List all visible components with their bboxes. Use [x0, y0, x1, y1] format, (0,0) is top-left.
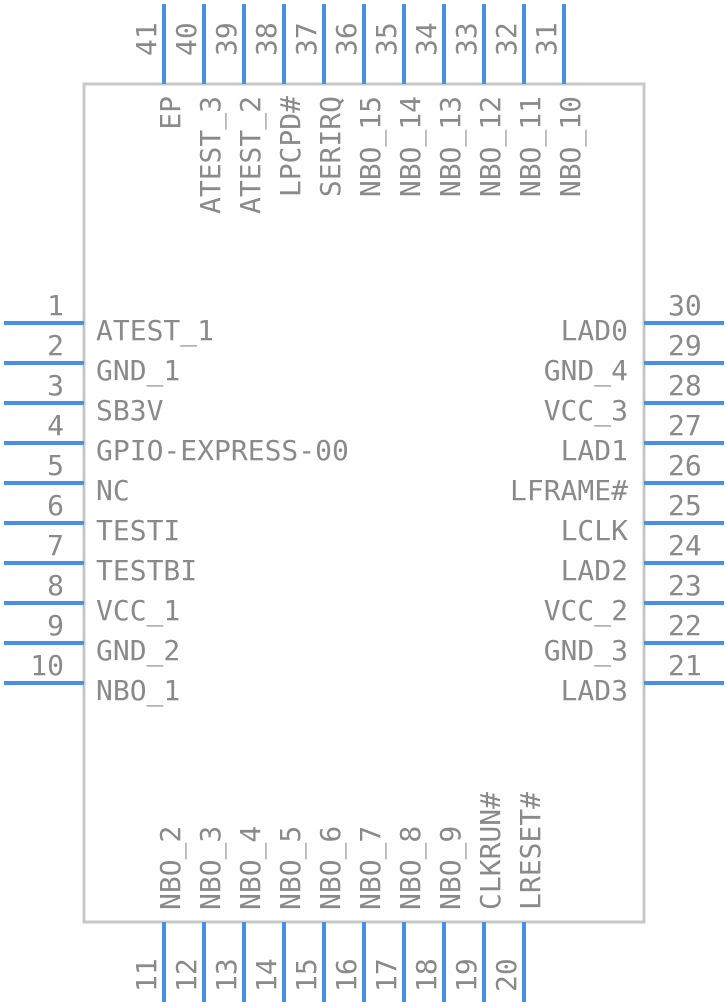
pin-label: GPIO-EXPRESS-00	[96, 434, 349, 467]
pin-number: 13	[210, 958, 243, 992]
pin-label: NBO_5	[274, 826, 308, 910]
pin-number: 9	[47, 609, 64, 642]
pin-number: 30	[668, 289, 702, 322]
pin-label: LAD1	[561, 434, 628, 467]
pin-label: NBO_6	[314, 826, 348, 910]
pin-label: GND_1	[96, 354, 180, 388]
pin-number: 24	[668, 529, 702, 562]
pin-number: 4	[47, 409, 64, 442]
pin-label: ATEST_2	[234, 96, 268, 214]
pin-label: NBO_10	[554, 96, 588, 197]
pin-number: 19	[450, 958, 483, 992]
pin-label: CLKRUN#	[474, 792, 507, 910]
pin-number: 39	[210, 22, 243, 56]
pin-label: VCC_3	[544, 394, 628, 428]
pin-label: NBO_2	[154, 826, 188, 910]
pin-number: 25	[668, 489, 702, 522]
pin-label: LPCPD#	[274, 96, 307, 197]
pin-label: NBO_4	[234, 826, 268, 910]
pin-label: NBO_12	[474, 96, 508, 197]
pin-label: LRESET#	[514, 792, 547, 910]
pin-number: 14	[250, 958, 283, 992]
pin-label: TESTBI	[96, 554, 197, 587]
pin-label: LFRAME#	[510, 474, 628, 507]
pin-number: 35	[370, 22, 403, 56]
pin-label: SERIRQ	[314, 96, 347, 197]
pin-label: ATEST_3	[194, 96, 228, 214]
pin-number: 22	[668, 609, 702, 642]
pin-number: 20	[490, 958, 523, 992]
pin-number: 31	[530, 22, 563, 56]
pin-number: 38	[250, 22, 283, 56]
pin-label: GND_3	[544, 634, 628, 668]
pin-label: VCC_2	[544, 594, 628, 628]
pin-label: TESTI	[96, 514, 180, 547]
pin-label: LAD2	[561, 554, 628, 587]
pin-number: 23	[668, 569, 702, 602]
pin-label: NBO_7	[354, 826, 388, 910]
pin-label: NBO_13	[434, 96, 468, 197]
pin-label: GND_4	[544, 354, 628, 388]
pin-number: 15	[290, 958, 323, 992]
pin-number: 32	[490, 22, 523, 56]
pin-label: GND_2	[96, 634, 180, 668]
pin-label: NBO_14	[394, 96, 428, 197]
pin-number: 2	[47, 329, 64, 362]
pin-number: 36	[330, 22, 363, 56]
pin-label: NBO_9	[434, 826, 468, 910]
pin-number: 16	[330, 958, 363, 992]
pin-number: 29	[668, 329, 702, 362]
pin-number: 6	[47, 489, 64, 522]
pin-number: 7	[47, 529, 64, 562]
pin-label: SB3V	[96, 394, 164, 427]
pin-label: NBO_8	[394, 826, 428, 910]
pin-number: 28	[668, 369, 702, 402]
pin-number: 3	[47, 369, 64, 402]
pin-label: NC	[96, 474, 130, 507]
pin-label: NBO_15	[354, 96, 388, 197]
pin-number: 41	[130, 22, 163, 56]
pin-number: 12	[170, 958, 203, 992]
pin-number: 1	[47, 289, 64, 322]
pin-number: 5	[47, 449, 64, 482]
pin-number: 27	[668, 409, 702, 442]
pin-label: NBO_11	[514, 96, 548, 197]
pin-label: VCC_1	[96, 594, 180, 628]
pin-number: 10	[30, 649, 64, 682]
pin-number: 18	[410, 958, 443, 992]
pin-number: 40	[170, 22, 203, 56]
pin-number: 37	[290, 22, 323, 56]
pin-label: EP	[154, 96, 187, 130]
pin-label: LAD3	[561, 674, 628, 707]
pin-number: 8	[47, 569, 64, 602]
pin-label: LAD0	[561, 314, 628, 347]
pin-label: NBO_1	[96, 674, 180, 708]
pin-number: 17	[370, 958, 403, 992]
pin-label: LCLK	[561, 514, 629, 547]
pin-number: 21	[668, 649, 702, 682]
pin-label: ATEST_1	[96, 314, 214, 348]
pin-number: 34	[410, 22, 443, 56]
pin-number: 33	[450, 22, 483, 56]
pin-number: 11	[130, 958, 163, 992]
pin-label: NBO_3	[194, 826, 228, 910]
pin-number: 26	[668, 449, 702, 482]
